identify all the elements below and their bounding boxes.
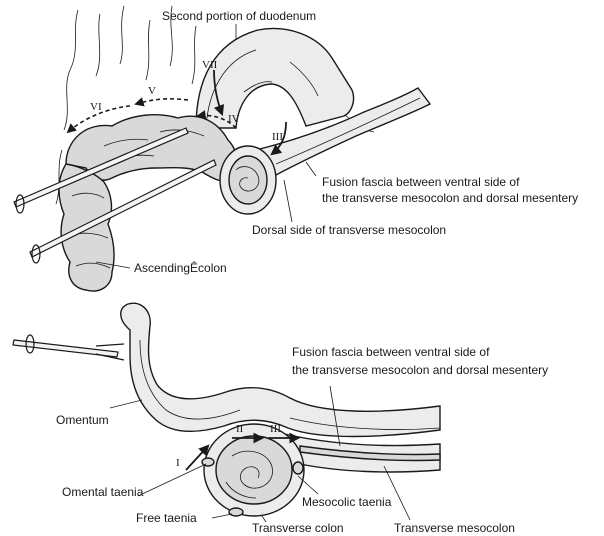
label-free-taenia: Free taenia: [136, 511, 197, 525]
label-transverse-mesocolon: Transverse mesocolon: [394, 521, 515, 535]
step-label-vi: VI: [90, 101, 102, 113]
label-dorsal-side: Dorsal side of transverse mesocolon: [252, 223, 446, 237]
step-label-vii: VII: [202, 59, 218, 71]
surgical-forceps-icon: [13, 335, 124, 360]
step-label-i: I: [176, 457, 180, 469]
label-ascending-colon: AscendingÊcolon: [134, 260, 227, 275]
label-fusion-fascia-bottom-line1: Fusion fascia between ventral side of: [292, 345, 490, 359]
label-transverse-colon: Transverse colon: [252, 521, 344, 535]
label-fusion-fascia-top-line2: the transverse mesocolon and dorsal mese…: [322, 191, 578, 205]
free-taenia: [229, 508, 243, 516]
label-omental-taenia: Omental taenia: [62, 485, 144, 499]
step-label-iii-bottom: III: [270, 423, 281, 435]
mesocolic-taenia: [293, 462, 303, 474]
label-duodenum: Second portion of duodenum: [162, 9, 316, 23]
step-label-v: V: [148, 85, 156, 97]
label-fusion-fascia-top-line1: Fusion fascia between ventral side of: [322, 175, 520, 189]
step-label-ii: II: [236, 423, 244, 435]
label-fusion-fascia-bottom-line2: the transverse mesocolon and dorsal mese…: [292, 363, 548, 377]
top-figure: VI V VII IV III Second portion of duoden…: [14, 6, 578, 291]
step-label-iii: III: [272, 131, 283, 143]
label-omentum: Omentum: [56, 413, 109, 427]
bottom-figure: I II III Fusion fascia between ventral s…: [13, 303, 548, 535]
arrow-v: [136, 99, 188, 104]
label-mesocolic-taenia: Mesocolic taenia: [302, 495, 392, 509]
step-label-iv: IV: [228, 113, 240, 125]
duodenum: [196, 28, 354, 128]
